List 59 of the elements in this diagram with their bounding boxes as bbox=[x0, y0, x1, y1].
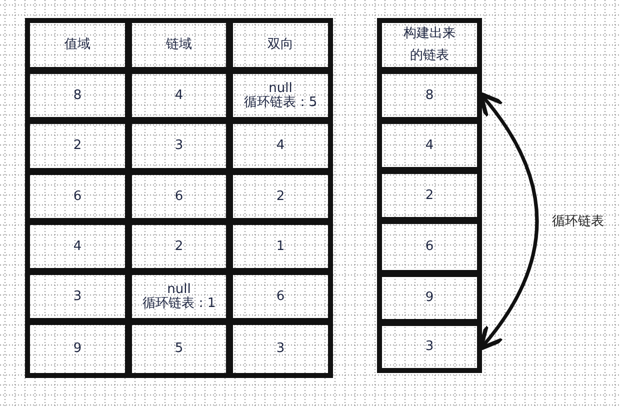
table-cell bbox=[127, 320, 231, 378]
header-text: 构建出来的链表 bbox=[402, 25, 456, 65]
table-cell bbox=[377, 69, 482, 122]
header-cell bbox=[377, 18, 482, 72]
table-cell bbox=[25, 270, 130, 323]
cell-text: 3 bbox=[276, 342, 285, 356]
header-cell bbox=[25, 18, 130, 72]
table-cell bbox=[377, 169, 482, 222]
table-cell bbox=[377, 321, 482, 373]
cell-text: 3 bbox=[73, 290, 82, 304]
cell-text: 8 bbox=[73, 88, 82, 102]
table-cell bbox=[25, 220, 130, 273]
cell-text: 2 bbox=[425, 188, 434, 202]
cell-text: 6 bbox=[425, 240, 434, 254]
table-cell bbox=[377, 119, 482, 172]
cell-text: 4 bbox=[174, 88, 184, 102]
cell-text: 3 bbox=[174, 139, 184, 153]
header-text: 双向 bbox=[268, 38, 294, 52]
cell-text: 4 bbox=[425, 138, 434, 152]
cell-text: 4 bbox=[73, 240, 82, 254]
table-cell bbox=[25, 170, 130, 223]
cell-text: 2 bbox=[73, 139, 82, 153]
cell-text: null bbox=[268, 82, 292, 96]
cell-text: 8 bbox=[425, 88, 434, 102]
table-cell bbox=[377, 272, 482, 324]
table-cell bbox=[228, 170, 333, 223]
table-cell bbox=[127, 170, 231, 223]
table-cell bbox=[377, 219, 482, 275]
cell-text: 1 bbox=[276, 240, 285, 254]
cell-text: 2 bbox=[174, 240, 184, 254]
header-text: 值域 bbox=[64, 38, 90, 52]
table-cell bbox=[228, 69, 333, 122]
cell-text: null bbox=[167, 282, 191, 296]
cell-text: 9 bbox=[73, 342, 82, 356]
header-text: 链域 bbox=[166, 38, 192, 52]
cell-text: 循环链表：5 bbox=[244, 96, 318, 110]
table-cell bbox=[25, 320, 130, 378]
cell-text: 4 bbox=[276, 139, 285, 153]
cell-text: 6 bbox=[174, 190, 184, 204]
cell-text: 循环链表：1 bbox=[142, 296, 216, 310]
cell-text: 6 bbox=[276, 290, 285, 304]
table-cell bbox=[127, 69, 231, 122]
cell-text: 3 bbox=[425, 340, 434, 354]
table-cell bbox=[228, 320, 333, 378]
cell-text: 2 bbox=[276, 190, 285, 204]
cell-text: 9 bbox=[425, 291, 434, 305]
edge-label: 循环链表 bbox=[552, 213, 604, 230]
table-cell bbox=[228, 119, 333, 173]
cell-text: 6 bbox=[73, 190, 82, 204]
cell-text: 5 bbox=[174, 342, 184, 356]
table-cell bbox=[127, 119, 231, 173]
table-cell bbox=[228, 270, 333, 323]
table-cell bbox=[127, 270, 231, 323]
table-cell bbox=[25, 119, 130, 173]
table-cell bbox=[127, 220, 231, 273]
header-cell bbox=[127, 18, 231, 72]
table-cell bbox=[228, 220, 333, 273]
table-cell bbox=[25, 69, 130, 122]
header-cell bbox=[228, 18, 333, 72]
